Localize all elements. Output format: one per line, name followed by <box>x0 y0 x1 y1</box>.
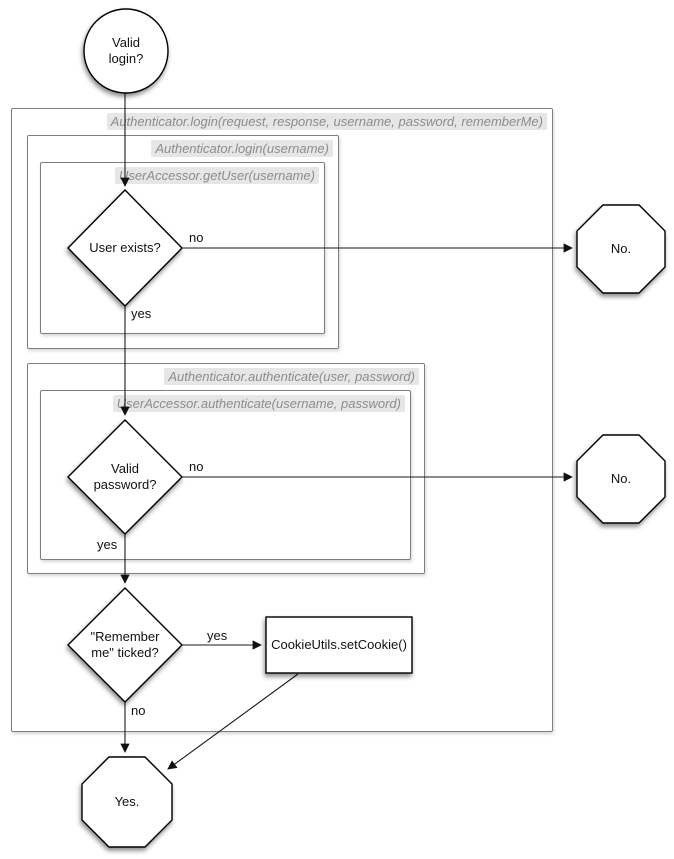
decision-remember-me-diamond <box>67 587 183 703</box>
container-useraccessor-getuser: UserAccessor.getUser(username) <box>40 162 325 334</box>
container-label-authenticator-login-full: Authenticator.login(request, response, u… <box>106 113 547 130</box>
container-authenticator-authenticate: Authenticator.authenticate(user, passwor… <box>27 363 425 574</box>
process-setcookie-rect <box>265 616 413 674</box>
container-label-authenticator-login: Authenticator.login(username) <box>151 140 333 157</box>
container-useraccessor-authenticate: UserAccessor.authenticate(username, pass… <box>40 390 411 560</box>
container-authenticator-login: Authenticator.login(username) <box>27 135 339 349</box>
container-label-useraccessor-getuser: UserAccessor.getUser(username) <box>114 167 319 184</box>
terminal-yes-octagon <box>81 756 173 848</box>
start-node-circle <box>83 8 169 94</box>
edge-setcookie-to-yes <box>167 673 299 770</box>
terminal-no-password-octagon <box>576 434 666 524</box>
container-label-authenticator-authenticate: Authenticator.authenticate(user, passwor… <box>164 368 419 385</box>
decision-user-exists-diamond <box>67 189 183 307</box>
terminal-no-user-octagon <box>576 204 666 294</box>
container-label-useraccessor-authenticate: UserAccessor.authenticate(username, pass… <box>112 395 405 412</box>
container-authenticator-login-full: Authenticator.login(request, response, u… <box>11 108 553 732</box>
decision-valid-password-diamond <box>67 419 183 535</box>
